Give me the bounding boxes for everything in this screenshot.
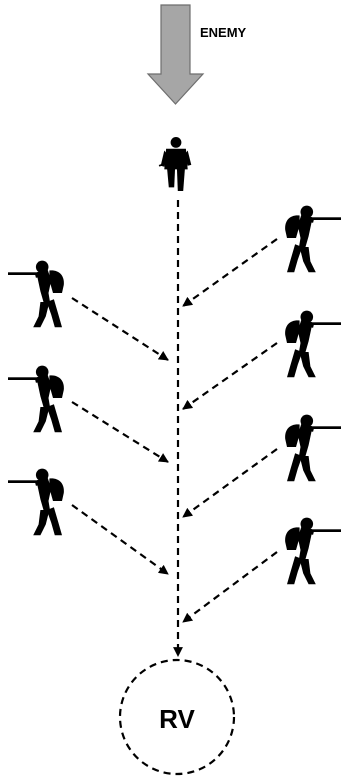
left-movement-arrow-1	[72, 298, 168, 360]
lead-soldier	[159, 137, 192, 191]
right-soldier-3	[285, 415, 341, 482]
right-soldier-2	[285, 311, 341, 378]
threat-direction-arrow	[148, 5, 203, 104]
left-movement-arrow-2	[72, 402, 168, 462]
right-movement-arrow-2	[183, 343, 277, 409]
rally-point-label: RV	[150, 704, 204, 735]
right-soldier-1	[285, 206, 341, 273]
left-soldier-2	[8, 366, 64, 433]
right-movement-arrow-4	[183, 552, 277, 622]
right-movement-arrow-3	[183, 449, 277, 517]
right-soldier-4	[285, 518, 341, 585]
left-soldier-3	[8, 469, 64, 536]
left-soldier-1	[8, 261, 64, 328]
right-movement-arrow-1	[183, 239, 277, 306]
left-movement-arrow-3	[72, 505, 168, 574]
enemy-label: ENEMY	[200, 25, 246, 40]
